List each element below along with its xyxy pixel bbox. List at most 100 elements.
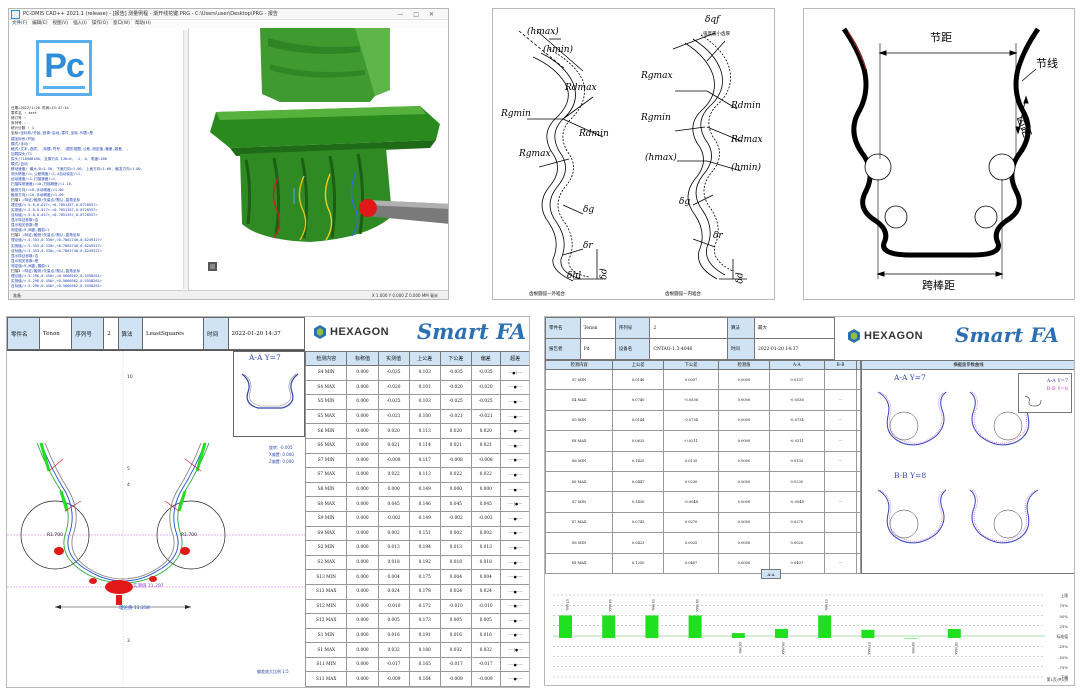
table-cell: 0.000 — [346, 642, 379, 658]
table-cell: -0.0048 — [769, 491, 825, 513]
table-cell: S7 MIN — [545, 491, 614, 513]
label-dd-left: δd — [599, 268, 610, 280]
table-cell: -0.025 — [439, 394, 472, 410]
program-line[interactable]: 实测值/<-5.8,0.017>,<0.7851357,0.8728557> — [11, 207, 98, 212]
bar-label: S7 MIN — [565, 599, 569, 611]
program-line[interactable]: 建坐标系/开始 — [11, 136, 35, 141]
table-cell — [856, 409, 861, 432]
program-line[interactable]: 移动速度/ 最大/D=1.50, 下面方向=1.00, 上面方向=1.00, 触… — [11, 167, 143, 172]
table-cell: 0.024 — [377, 583, 410, 600]
edit-scrollbar[interactable] — [183, 30, 188, 289]
section-curves-panel: 横截面参数曲线 A-A Y=7 B-B Y=8 A-A Y=7 B- — [861, 360, 1074, 574]
program-line[interactable]: 理论值/<-5.8,0.017>,<0.7851357,0.8728557> — [11, 202, 98, 207]
menu-item-4[interactable]: 操作(O) — [91, 21, 108, 26]
table-cell: S11 MAX — [304, 671, 348, 687]
program-line[interactable]: 触测方向/=10,手动精度/=1.00 — [11, 192, 64, 197]
label-rgmin-left: Rgmin — [501, 109, 531, 119]
section-legend: A-A Y=7 B-B Y=8 — [1018, 373, 1072, 413]
cad-model-render[interactable] — [190, 28, 449, 291]
menu-item-5[interactable]: 窗口(W) — [112, 21, 130, 26]
table-cell: 0.101 — [408, 379, 441, 396]
program-line[interactable]: 扫描1 =特征/触测/矢量点/默认,直角坐标 — [11, 197, 81, 202]
table-cell: 0.0000 — [717, 368, 771, 391]
program-line[interactable]: 显示相关参数=是 — [11, 258, 39, 263]
window-controls[interactable]: —□✕ — [397, 11, 444, 18]
menu-item-0[interactable]: 文件(F) — [12, 21, 28, 26]
label-rgmax-left: Rgmax — [519, 149, 551, 159]
menu-item-6[interactable]: 帮助(H) — [134, 21, 151, 26]
program-line[interactable]: 探头/T1A90B180, 支撑方向 IJK=0, -1, 0, 角度=180 — [11, 156, 107, 161]
program-line[interactable]: 扫描3 =特征/触测/矢量点/默认,直角坐标 — [11, 269, 81, 273]
program-line[interactable]: 加载探头/T1 — [11, 151, 32, 156]
table-cell: 0.000 — [377, 481, 410, 498]
table-cell: 0.103 — [408, 394, 441, 410]
menu-item-3[interactable]: 插入(I) — [73, 21, 87, 26]
legend-item: 75% — [1059, 603, 1068, 609]
table-cell: 0.173 — [408, 613, 441, 629]
table-cell — [856, 470, 861, 493]
table-cell: -0.035 — [470, 365, 501, 381]
program-line[interactable]: 显示特征参数=否 — [11, 218, 39, 223]
table-cell: -0.017 — [439, 656, 472, 673]
program-line[interactable]: 实测值/<-5.353,0.330>,<0.7862740,0.8249327> — [11, 243, 102, 248]
program-line[interactable]: 实测值/<-5.296,0.450>,<0.5660562,0.5558261> — [11, 279, 102, 284]
program-line[interactable]: 扫描2 =特征/触测/矢量点/默认,直角坐标 — [11, 233, 81, 238]
menu-item-1[interactable]: 编辑(E) — [32, 21, 48, 26]
table-cell: 0.018 — [470, 554, 501, 571]
axis-tick-3: 3 — [127, 639, 130, 644]
table-cell: 0.0423 — [612, 532, 665, 554]
table-cell: 0.004 — [439, 569, 472, 585]
part-label: 零件名 — [7, 317, 40, 350]
program-line[interactable]: 测头精度/=1,公差精度/=1,4自动设定/=1, — [11, 172, 83, 177]
bb-curve-title: B-B Y=8 — [894, 471, 927, 480]
table-cell: -0.010 — [377, 598, 410, 615]
table-cell: 0.022 — [377, 467, 410, 483]
table-cell: 0.045 — [377, 496, 410, 512]
program-line[interactable]: 目标值/<-5.353,0.330>,<0.7862740,0.8249327> — [11, 248, 102, 253]
cad-view[interactable] — [190, 28, 449, 291]
menu-item-2[interactable]: 视图(V) — [52, 21, 69, 26]
table-cell: 0.032 — [377, 642, 410, 658]
program-line[interactable]: 目标值/<-5.8,0.017>,<0.7851357,0.8728557> — [11, 212, 98, 217]
table-cell: 0.194 — [408, 540, 441, 556]
program-line[interactable]: 模式/自动 — [11, 162, 28, 167]
axis-tick-10: 10 — [127, 375, 133, 380]
aa-toggle-button[interactable]: A-A — [761, 569, 781, 579]
table-cell — [856, 430, 861, 452]
table-cell: -0.021 — [470, 408, 501, 425]
program-line[interactable]: 扫描探测速度/=10,扫描精度/=1.10, — [11, 182, 73, 187]
program-line[interactable]: 理论值/<-5.353,0.330>,<0.7862740,0.8249327> — [11, 238, 102, 243]
program-line[interactable]: 目标值/<-5.296,0.450>,<0.5660562,0.5558261> — [11, 284, 102, 289]
program-line[interactable]: 运动速度/=1,扫描速度/=1, — [11, 177, 58, 182]
table-cell: 0.021 — [377, 437, 410, 454]
tolerance-indicator: ----●---- — [499, 467, 529, 483]
program-line[interactable]: 模式/手动 — [11, 141, 28, 146]
table-cell: S8 MAX — [304, 496, 348, 512]
program-line[interactable]: 坐标=坐标系/开始,回调:启动,零件_坐标,列表=是 — [11, 131, 93, 136]
table-cell: 0.013 — [377, 540, 410, 556]
program-line[interactable]: 测定值=9,间距,圆弧=1 — [11, 228, 50, 233]
table-cell: -0.017 — [439, 686, 472, 687]
section-thumbnail — [233, 351, 305, 437]
radius-right: R1.700 — [181, 533, 198, 538]
bar-label: S7 MIN — [824, 599, 829, 611]
table-cell: -0.008 — [470, 452, 501, 469]
bar-label: S5 MIN — [651, 599, 656, 611]
program-line[interactable]: 理论值/<-5.296,0.450>,<0.5660562,0.5558261> — [11, 274, 102, 279]
label-dd-right: δd — [735, 272, 746, 284]
table-cell: 0.0000 — [717, 511, 771, 534]
program-line[interactable]: 测定值=9,间距,圆弧=1 — [11, 263, 50, 268]
label-rdmax-left: Rdmax — [565, 83, 597, 93]
table-cell: S6 MAX — [304, 437, 348, 454]
program-line[interactable]: 格式/文本,选项, ,标题,符号, ;图形视图,公差,测定值,偏差,超差, , — [11, 146, 129, 151]
table-cell: 0.0000 — [717, 470, 771, 493]
program-line[interactable]: 显示特征参数=否 — [11, 253, 39, 258]
program-line[interactable]: 触测方向/=10,手动精度/=1.00 — [11, 187, 64, 192]
program-line[interactable]: 显示相关参数=是 — [11, 223, 39, 228]
label-dhl-left: δhl — [567, 271, 582, 281]
